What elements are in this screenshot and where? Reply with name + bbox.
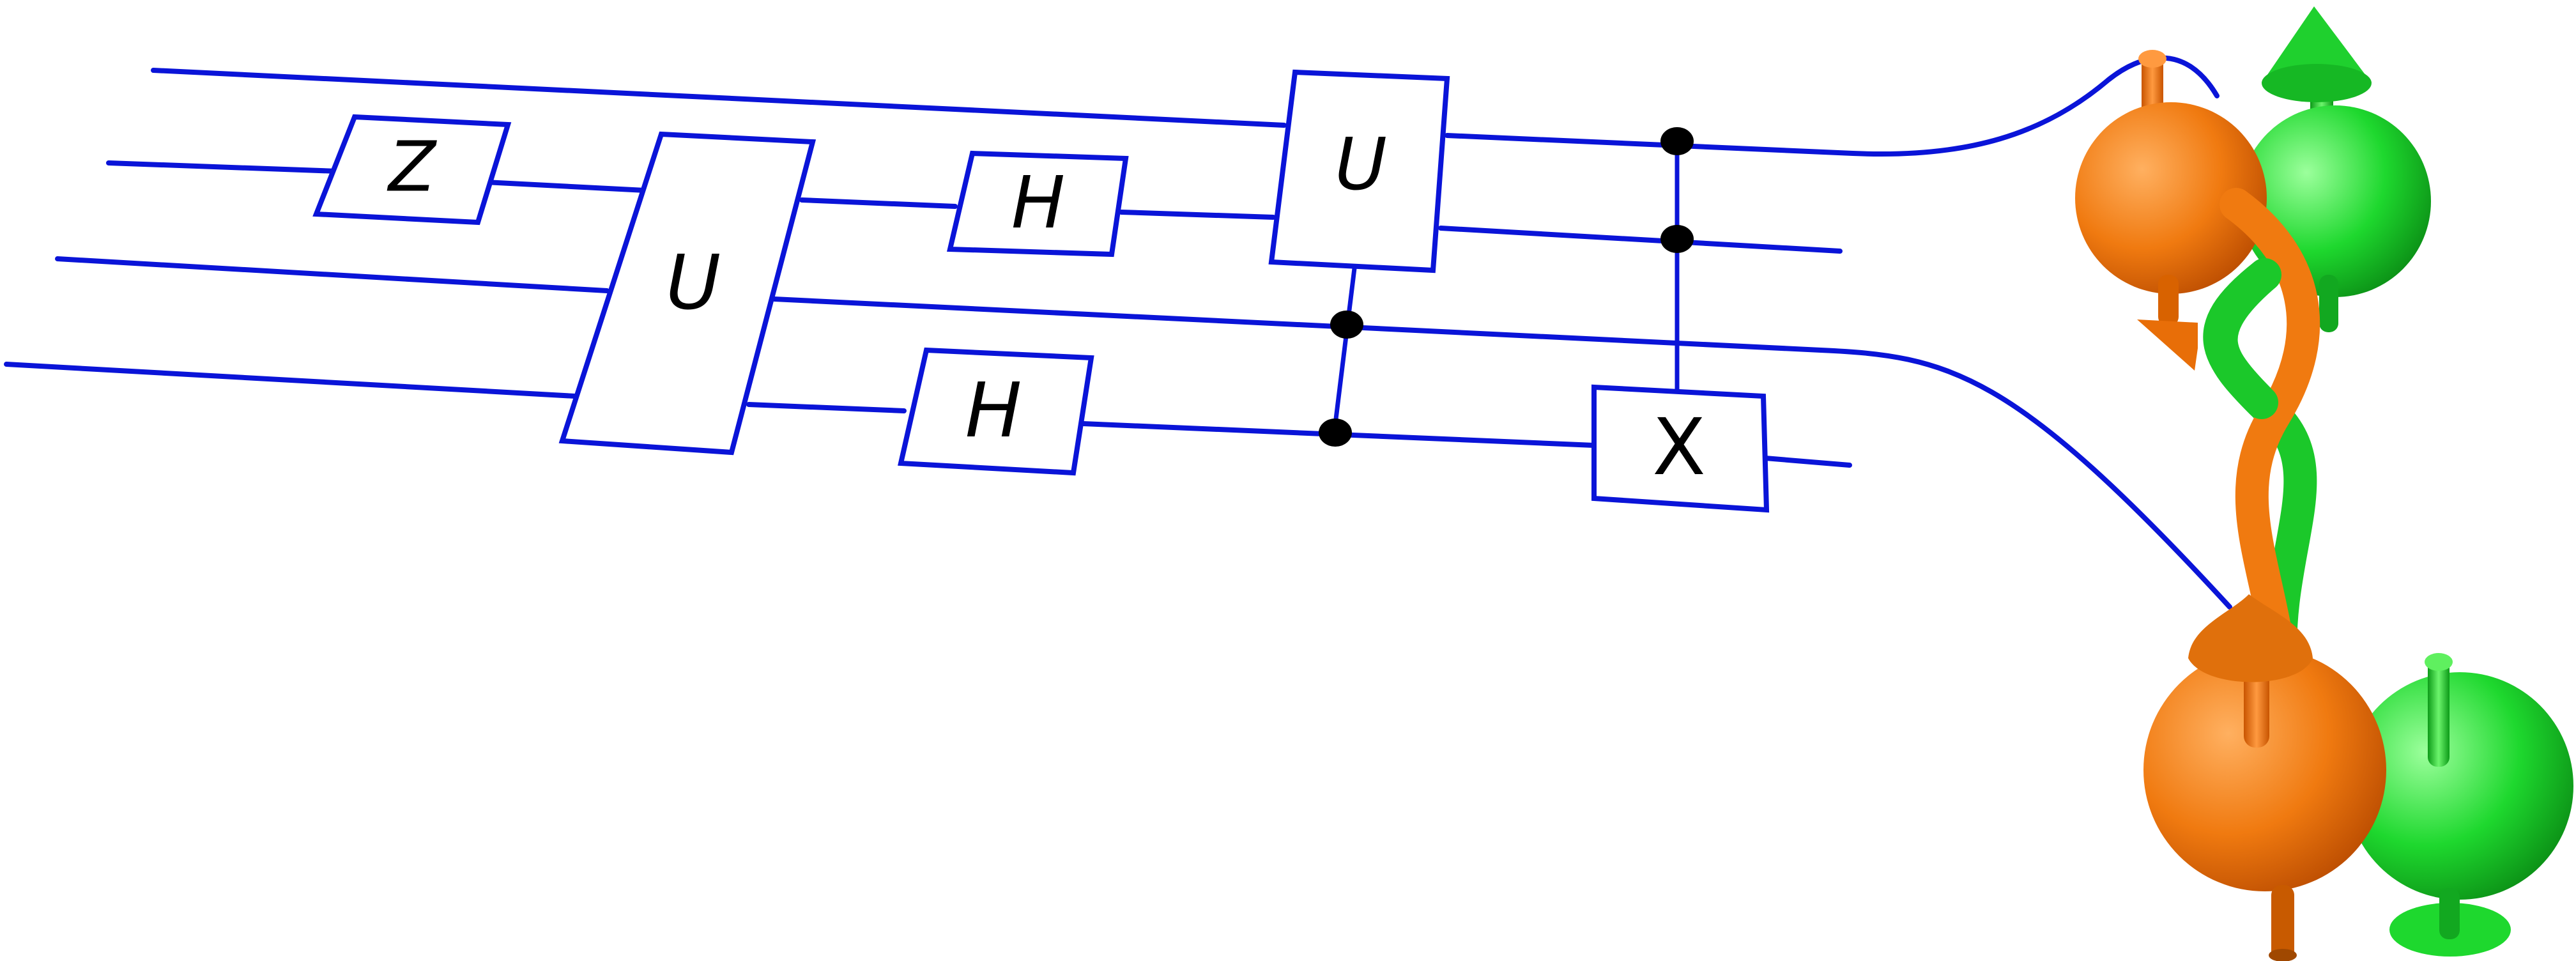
gate-label: U xyxy=(1335,123,1387,206)
gate-h-1: H xyxy=(946,150,1129,258)
spin-arrow-icon xyxy=(2137,275,2198,371)
gate-label: X xyxy=(1652,402,1706,493)
gate-h-2: H xyxy=(898,347,1094,476)
gate-z: Z xyxy=(312,114,512,226)
control-dot xyxy=(1660,225,1694,253)
spin-arrow-icon xyxy=(2425,653,2453,767)
wire-3 xyxy=(55,256,2232,610)
gate-u-large: U xyxy=(558,131,816,456)
control-dot xyxy=(1330,311,1363,339)
orange-sphere-icon xyxy=(2143,649,2386,891)
control-connections xyxy=(1319,127,1694,447)
control-line-u xyxy=(1331,268,1357,435)
gate-label: Z xyxy=(387,128,437,208)
orange-sphere-icon xyxy=(2075,102,2267,294)
gate-label: U xyxy=(666,238,721,327)
entangled-particles xyxy=(2075,6,2573,961)
control-dot xyxy=(1319,419,1352,447)
gate-label: H xyxy=(1011,162,1065,245)
green-sphere-icon xyxy=(2346,672,2573,900)
gate-u-small: U xyxy=(1268,69,1450,273)
control-dot xyxy=(1660,127,1694,155)
wire-1 xyxy=(151,55,2220,157)
gate-label: H xyxy=(965,366,1022,454)
wire-2 xyxy=(106,160,1843,254)
wire-4 xyxy=(4,362,1852,468)
gate-x: X xyxy=(1591,384,1770,513)
entanglement-tube-icon xyxy=(2220,188,2320,694)
qubit-wires xyxy=(4,55,2232,610)
spin-arrow-icon xyxy=(2188,594,2313,748)
